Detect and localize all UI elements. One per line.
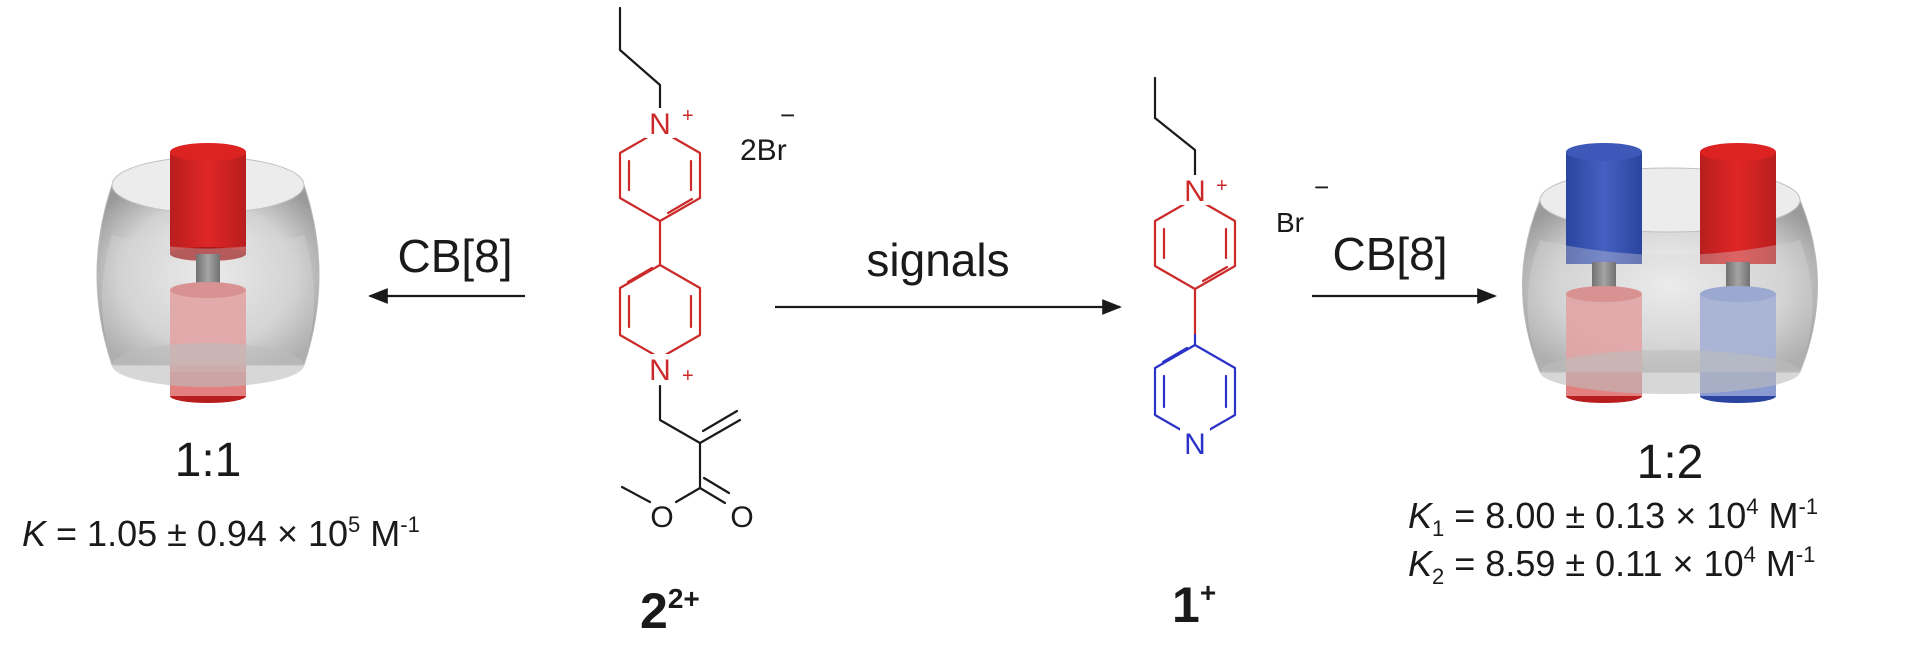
k2-binding-constant: K2 = 8.59 ± 0.11 × 104 M-1 xyxy=(1408,542,1815,589)
compound-1-charge: + xyxy=(1200,577,1216,608)
k-exponent: 5 xyxy=(348,512,360,537)
carbonyl-oxygen: O xyxy=(730,501,753,534)
k2-unit: M xyxy=(1756,543,1796,584)
compound-1-structure: N + N xyxy=(1153,76,1237,461)
k1-unit: M xyxy=(1759,495,1799,536)
k1-value: = 8.00 ± 0.13 × 10 xyxy=(1444,495,1746,536)
compound-1-counterion: Br xyxy=(1276,207,1304,238)
compound-1-counterion-charge: − xyxy=(1314,172,1329,202)
compound-2-counterion: 2Br xyxy=(740,134,787,167)
left-reagent-label: CB[8] xyxy=(397,230,512,282)
k-symbol: K xyxy=(22,513,48,554)
n-plus-bottom-charge: + xyxy=(682,365,694,387)
compound-1-n-plus: N xyxy=(1184,175,1206,208)
compound-1-number: 1 xyxy=(1172,577,1200,633)
k-value: = 1.05 ± 0.94 × 10 xyxy=(46,513,348,554)
left-ratio-label: 1:1 xyxy=(175,434,242,487)
k2-subscript: 2 xyxy=(1432,564,1444,589)
compound-1-n-plus-charge: + xyxy=(1216,175,1228,197)
signals-label: signals xyxy=(866,234,1009,286)
compound-2-structure: N + N + O O xyxy=(618,6,754,534)
n-plus-top: N xyxy=(649,108,671,141)
cb8-1to1-complex xyxy=(96,143,320,403)
compound-2-name: 22+ xyxy=(640,583,700,639)
k1-binding-constant: K1 = 8.00 ± 0.13 × 104 M-1 xyxy=(1408,494,1818,541)
compound-1-name: 1+ xyxy=(1172,577,1216,633)
k2-value: = 8.59 ± 0.11 × 10 xyxy=(1444,543,1743,584)
pyridine-nitrogen: N xyxy=(1184,428,1206,461)
compound-2-number: 2 xyxy=(640,583,668,639)
n-plus-top-charge: + xyxy=(682,105,694,127)
cb8-1to2-complex xyxy=(1522,143,1818,403)
k1-unit-exponent: -1 xyxy=(1799,494,1819,519)
k2-symbol: K xyxy=(1408,543,1434,584)
k1-subscript: 1 xyxy=(1432,516,1444,541)
k1-exponent: 4 xyxy=(1746,494,1758,519)
n-plus-bottom: N xyxy=(649,354,671,387)
k2-exponent: 4 xyxy=(1744,542,1756,567)
compound-2-charge: 2+ xyxy=(668,583,700,614)
left-binding-constant: K = 1.05 ± 0.94 × 105 M-1 xyxy=(22,512,420,554)
right-ratio-label: 1:2 xyxy=(1637,436,1704,489)
compound-2-counterion-charge: − xyxy=(780,100,795,130)
k-unit-exponent: -1 xyxy=(400,512,420,537)
k1-symbol: K xyxy=(1408,495,1434,536)
ester-oxygen: O xyxy=(650,501,673,534)
k2-unit-exponent: -1 xyxy=(1796,542,1816,567)
right-reagent-label: CB[8] xyxy=(1332,228,1447,280)
k-unit: M xyxy=(360,513,400,554)
